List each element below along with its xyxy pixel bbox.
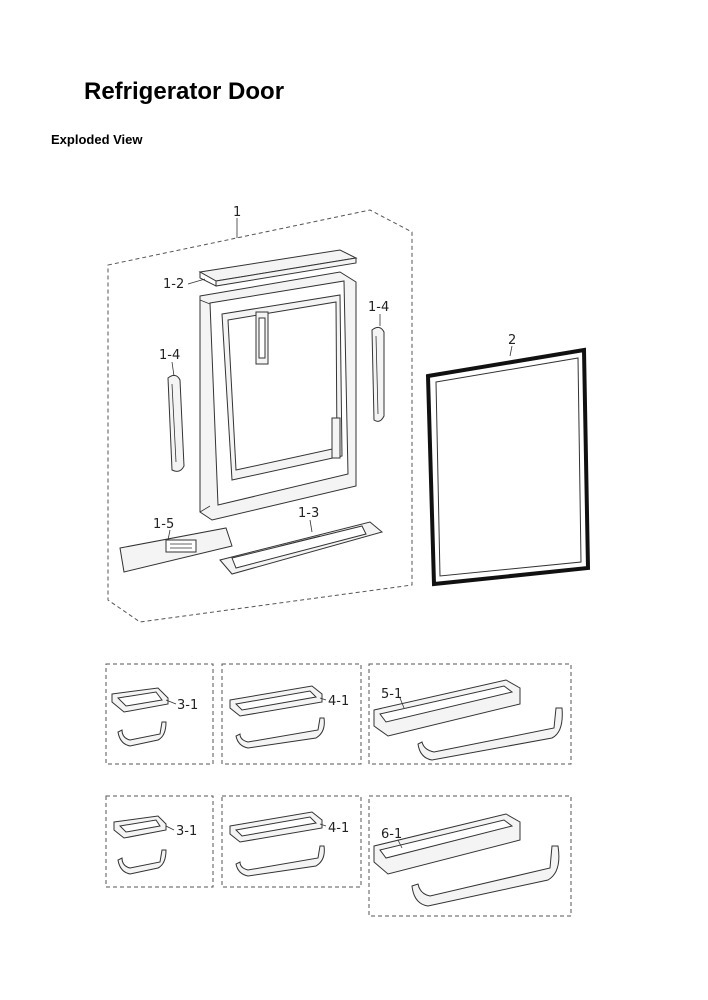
guard-box-medium-row1 [221, 663, 362, 765]
guard-box-small-row2 [105, 795, 214, 888]
trim-strip-right[interactable] [371, 326, 385, 422]
door-guard-medium-a[interactable] [229, 685, 325, 749]
guard-box-medium-row2 [221, 795, 362, 888]
trim-strip-left[interactable] [167, 374, 185, 472]
callout-guard-medium-b: 4-1 [328, 821, 349, 836]
guard-box-small-row1 [105, 663, 214, 765]
door-cap-top[interactable] [198, 249, 358, 287]
callout-guard-large-b: 6-1 [381, 827, 402, 842]
guard-box-large-row2 [368, 795, 572, 917]
door-cap-bottom-right[interactable] [219, 521, 384, 575]
door-guard-small-b[interactable] [113, 815, 167, 875]
callout-strip-left: 1-4 [159, 348, 180, 363]
callout-strip-right: 1-4 [368, 300, 389, 315]
callout-guard-small-a: 3-1 [177, 698, 198, 713]
callout-guard-medium-a: 4-1 [328, 694, 349, 709]
callout-guard-small-b: 3-1 [176, 824, 197, 839]
door-assembly-boundary [107, 209, 413, 623]
door-cap-bottom-left[interactable] [119, 527, 233, 573]
callout-gasket: 2 [508, 333, 516, 348]
callout-cap-bottom-right: 1-3 [298, 506, 319, 521]
door-guard-large-b[interactable] [373, 813, 560, 907]
door-guard-large-a[interactable] [373, 679, 563, 761]
door-frame[interactable] [199, 271, 357, 521]
callout-door-assembly: 1 [233, 205, 241, 220]
door-guard-small-a[interactable] [111, 687, 169, 747]
callout-cap-bottom-left: 1-5 [153, 517, 174, 532]
section-subtitle: Exploded View [51, 132, 143, 147]
door-guard-medium-b[interactable] [229, 811, 325, 877]
callout-cap-top: 1-2 [163, 277, 184, 292]
page-title: Refrigerator Door [84, 78, 285, 105]
callout-guard-large-a: 5-1 [381, 687, 402, 702]
door-gasket[interactable] [425, 347, 591, 587]
guard-box-large-row1 [368, 663, 572, 765]
